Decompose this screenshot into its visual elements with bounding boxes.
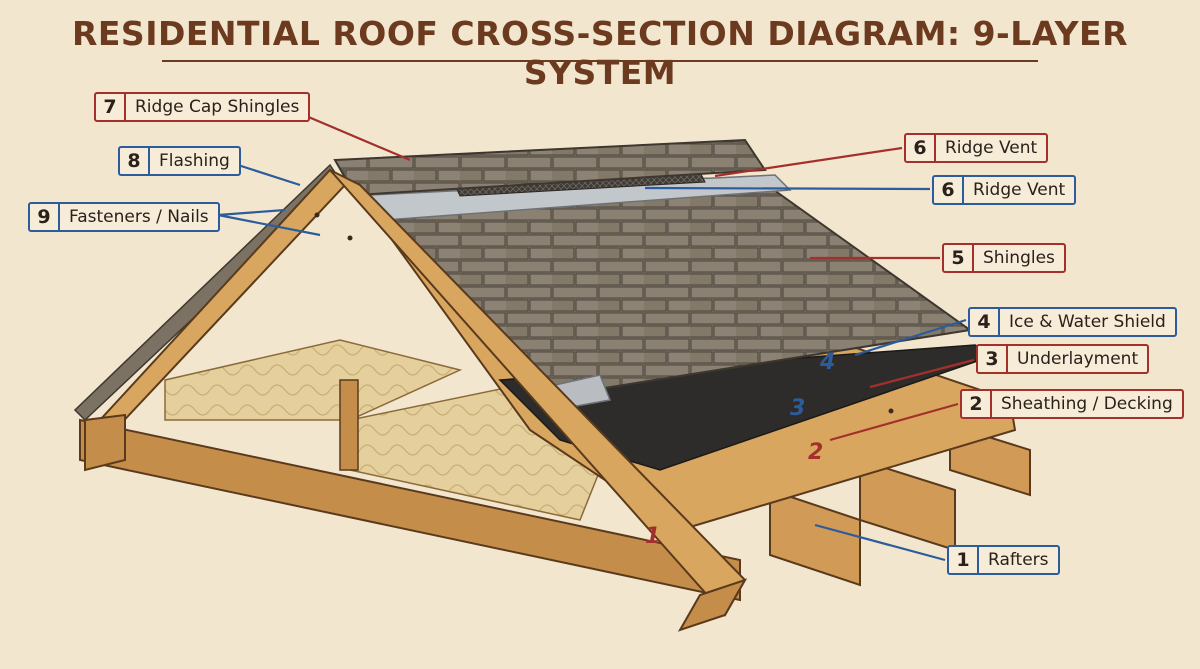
- callout-shingles: 5 Shingles: [942, 243, 1066, 273]
- callout-label: Ridge Vent: [973, 180, 1066, 200]
- layer-marker-3: 3: [790, 396, 806, 421]
- callout-ridge-cap-shingles: 7 Ridge Cap Shingles: [94, 92, 311, 122]
- callout-ridge-vent-bottom: 6 Ridge Vent: [932, 175, 1077, 205]
- callout-number: 7: [96, 94, 126, 120]
- diagram-title: RESIDENTIAL ROOF CROSS-SECTION DIAGRAM: …: [71, 14, 1129, 92]
- floor-joists: [79, 418, 1031, 602]
- leader-arrows: [217, 108, 975, 562]
- callout-sheathing-decking: 2 Sheathing / Decking: [960, 389, 1184, 419]
- gable-rafters: [84, 168, 894, 632]
- title-underline: [162, 60, 1038, 62]
- callout-ice-water-shield: 4 Ice & Water Shield: [968, 307, 1177, 337]
- layer-marker-2: 2: [808, 440, 824, 465]
- callout-underlayment: 3 Underlayment: [976, 344, 1150, 374]
- callout-label: Underlayment: [1017, 349, 1139, 369]
- callout-ridge-vent-top: 6 Ridge Vent: [904, 133, 1049, 163]
- callout-rafters: 1 Rafters: [947, 545, 1060, 575]
- callout-label: Ridge Cap Shingles: [135, 97, 300, 117]
- callout-number: 2: [962, 391, 992, 417]
- callout-number: 6: [906, 135, 936, 161]
- callout-number: 4: [970, 309, 1000, 335]
- callout-label: Rafters: [988, 550, 1049, 570]
- layer-marker-4: 4: [820, 350, 836, 375]
- callout-label: Shingles: [983, 248, 1055, 268]
- layer-marker-1: 1: [645, 524, 661, 549]
- callout-number: 1: [949, 547, 979, 573]
- callout-number: 5: [944, 245, 974, 271]
- callout-label: Ice & Water Shield: [1009, 312, 1166, 332]
- callout-number: 3: [978, 346, 1008, 372]
- callout-label: Flashing: [159, 151, 230, 171]
- callout-fasteners-nails: 9 Fasteners / Nails: [28, 202, 220, 232]
- callout-number: 6: [934, 177, 964, 203]
- callout-number: 8: [120, 148, 150, 174]
- callout-number: 9: [30, 204, 60, 230]
- callout-label: Ridge Vent: [945, 138, 1038, 158]
- callout-flashing: 8 Flashing: [118, 146, 241, 176]
- callout-label: Fasteners / Nails: [69, 207, 209, 227]
- callout-label: Sheathing / Decking: [1001, 394, 1173, 414]
